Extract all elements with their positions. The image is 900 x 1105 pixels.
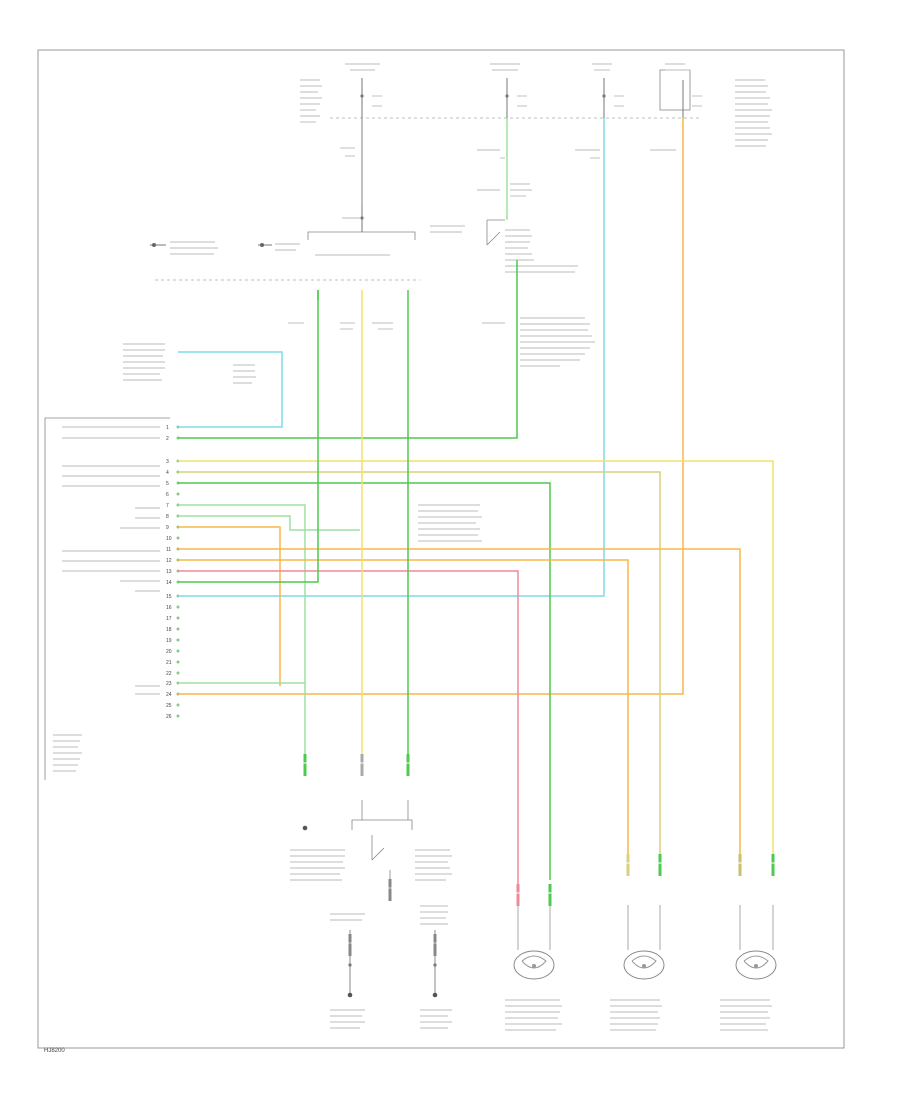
abs-control-module-outline: [44, 417, 170, 780]
abs-connector-pin-number: 3: [166, 459, 169, 465]
stop-lamp-right: [432, 930, 438, 998]
abs-connector-pin-number: 4: [166, 470, 169, 476]
wire-pin4-rf: [178, 471, 661, 860]
abs-connector-pin-number: 24: [166, 692, 172, 698]
abs-connector-pin-number: 2: [166, 436, 169, 442]
fuse-3: [602, 78, 606, 118]
wire-switch-pin2: [178, 260, 518, 439]
abs-connector-pin-number: 13: [166, 569, 172, 575]
abs-connector-pin: [176, 605, 180, 609]
abs-connector-pin: [176, 492, 180, 496]
abs-connector-pin: [176, 671, 180, 675]
abs-connector-pin-number: 22: [166, 671, 172, 677]
wire-pin5-rear: [178, 482, 551, 880]
abs-connector-pin-number: 7: [166, 503, 169, 509]
abs-connector-pin-number: 17: [166, 616, 172, 622]
compressor-ground-right: [258, 243, 272, 247]
abs-connector-pin-number: 9: [166, 525, 169, 531]
diagram-code: HJ8200: [44, 1048, 65, 1054]
abs-connector-pin-number: 19: [166, 638, 172, 644]
abs-connector-pin: [176, 649, 180, 653]
abs-connector-pins: 1234567891011121314151617181920212223242…: [166, 425, 180, 720]
wire-relay-pin26: [178, 118, 684, 695]
rear-abs-sensor: [513, 905, 555, 980]
abs-connector-pin-number: 26: [166, 714, 172, 720]
abs-connector-pin-number: 14: [166, 580, 172, 586]
wheel-sensors: [513, 905, 777, 980]
compressor-ground-left: [150, 243, 166, 247]
relay-box: [659, 69, 691, 118]
wire-pin9: [178, 526, 281, 686]
wire-pin7-brake: [178, 504, 306, 770]
wire-fuse3-pin14: [178, 118, 605, 597]
inline-connectors: [303, 754, 775, 956]
ground-point-pin7: [302, 825, 308, 831]
wire-pin12-rf: [178, 559, 629, 860]
abs-connector-pin: [176, 714, 180, 718]
abs-connector-pin: [176, 536, 180, 540]
abs-connector-pin-number: 21: [166, 660, 172, 666]
abs-module-pin-labels: [62, 426, 160, 695]
abs-connector-pin-number: 20: [166, 649, 172, 655]
abs-connector-pin-number: 11: [166, 547, 171, 553]
left-front-abs-sensor: [735, 905, 777, 980]
abs-connector-pin-number: 1: [166, 425, 169, 431]
fuse-2: [505, 78, 509, 118]
abs-connector-pin: [176, 638, 180, 642]
abs-connector-pin-number: 23: [166, 681, 172, 687]
abs-connector-pin-number: 18: [166, 627, 172, 633]
compressor: [155, 205, 420, 281]
wire-pin1-diag: [178, 351, 283, 428]
stop-lamp-left: [347, 930, 353, 998]
wire-pin13-rear: [178, 570, 519, 890]
fuse-1: [360, 78, 364, 118]
abs-connector-pin: [176, 660, 180, 664]
wire-pin11-lf: [178, 548, 741, 860]
abs-connector-pin-number: 5: [166, 481, 169, 487]
wires: [178, 118, 774, 890]
brake-pressure-switch: [351, 800, 413, 900]
abs-connector-pin-number: 6: [166, 492, 169, 498]
abs-connector-pin-number: 10: [166, 536, 172, 542]
abs-connector-pin-number: 25: [166, 703, 172, 709]
right-front-abs-sensor: [623, 905, 665, 980]
fine-print-labels: [53, 63, 772, 1031]
abs-connector-pin-number: 15: [166, 594, 172, 600]
pressure-switch-top: [486, 219, 505, 246]
abs-connector-pin-number: 8: [166, 514, 169, 520]
diagram-frame: [37, 49, 845, 1049]
abs-connector-pin-number: 12: [166, 558, 172, 564]
abs-connector-pin: [176, 703, 180, 707]
abs-connector-pin-number: 16: [166, 605, 172, 611]
wire-pin14: [178, 290, 319, 583]
wire-pin3-lf: [178, 460, 774, 860]
wire-pin8: [178, 515, 360, 531]
abs-connector-pin: [176, 616, 180, 620]
abs-connector-pin: [176, 627, 180, 631]
